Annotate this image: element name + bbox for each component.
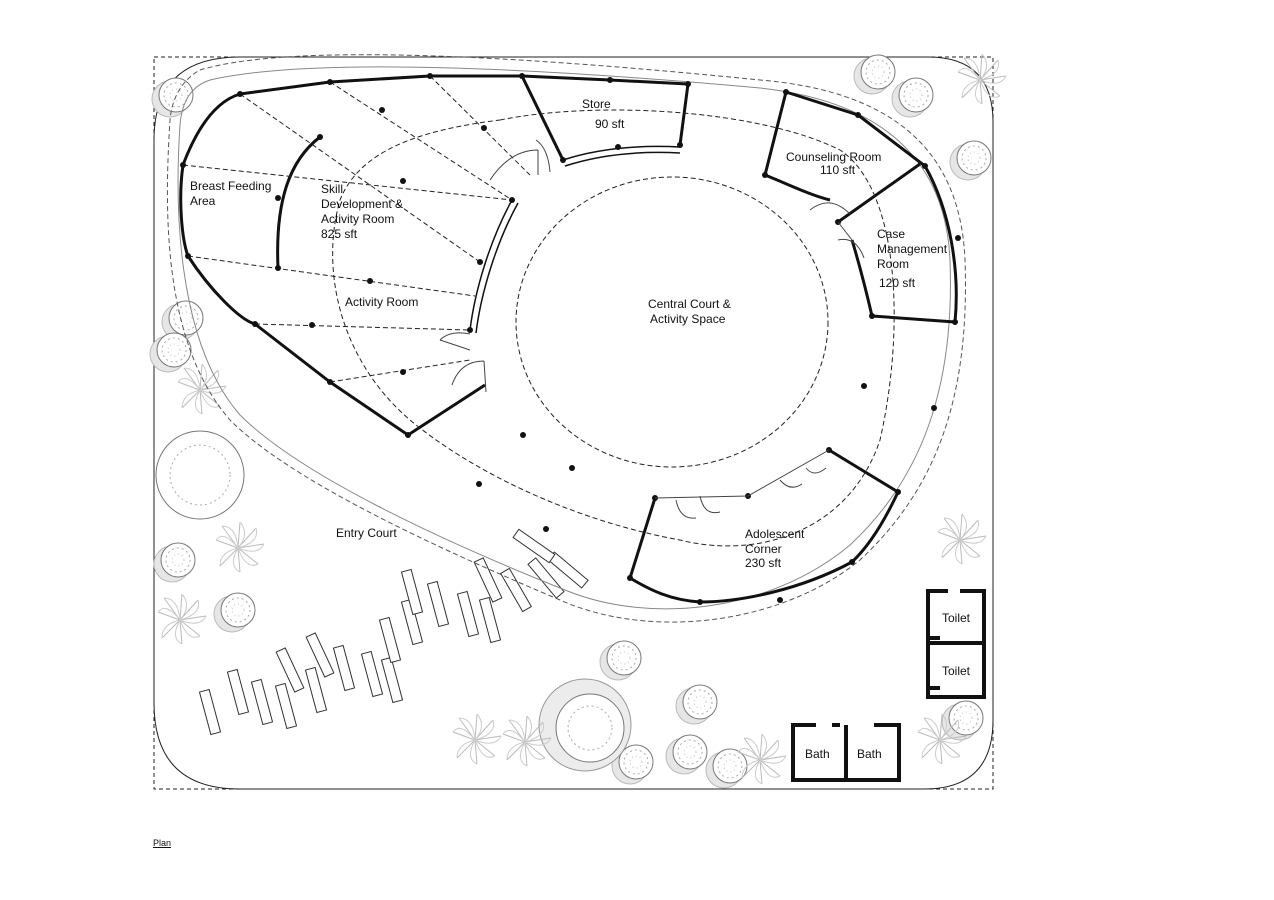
stepping-stones [198,528,589,736]
building-walls [179,74,958,604]
adolescent-corner-label: Adolescent Corner 230 sft [745,527,808,570]
room-labels: Breast Feeding Area Skill Development & … [190,97,971,761]
case-management-label: Case Management Room [877,227,950,271]
outer-path-line [166,54,966,623]
central-court-label: Central Court & Activity Space [648,297,734,326]
grid-lines [182,75,531,383]
counseling-area-label: 110 sft [820,163,856,177]
bath-2-label: Bath [857,747,882,761]
columns [180,73,961,605]
store-label: Store [582,97,611,111]
toilet-bath-block [791,589,986,782]
store-area-label: 90 sft [595,117,625,131]
breast-feeding-label: Breast Feeding Area [190,179,275,208]
skill-development-label: Skill Development & Activity Room 825 sf… [321,182,406,241]
entry-court-label: Entry Court [336,526,397,540]
dashed-rings [332,109,895,547]
site-boundary [153,56,994,790]
plan-caption: Plan [153,838,172,848]
site-outline [153,56,994,790]
toilet-1-label: Toilet [942,611,971,625]
outer-building-line [177,66,951,610]
door-swings [439,139,865,519]
activity-room-label: Activity Room [345,295,418,309]
landscape-trees [149,54,992,789]
toilet-2-label: Toilet [942,664,971,678]
bath-1-label: Bath [805,747,830,761]
case-management-area-label: 120 sft [879,276,916,290]
counseling-label: Counseling Room [786,150,881,164]
